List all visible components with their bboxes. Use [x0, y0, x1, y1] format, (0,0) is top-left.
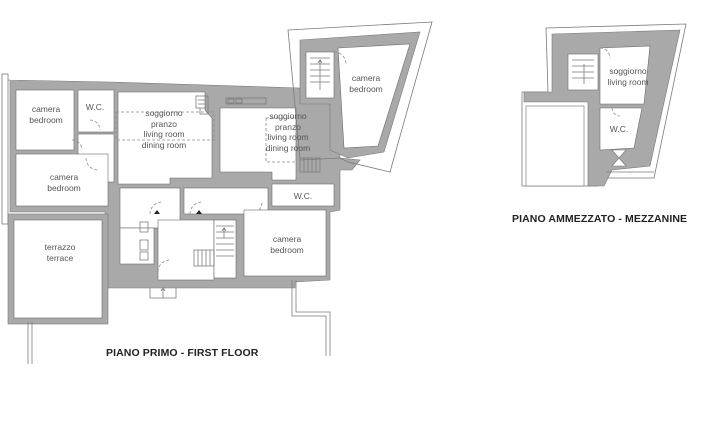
room-living-m [599, 45, 651, 105]
room-wc-2 [271, 183, 335, 207]
title-mezzanine: PIANO AMMEZZATO - MEZZANINE [512, 213, 688, 225]
label-bedroom-3: camera bedroom [349, 73, 383, 94]
label-wc-m: W.C. [609, 124, 629, 134]
label-living-1: soggiorno pranzo living room dining room [141, 108, 187, 150]
room-wc-m [599, 107, 643, 151]
label-bedroom-1: camera bedroom [29, 104, 63, 125]
label-bedroom-4: camera bedroom [270, 234, 304, 255]
label-living-m: soggiorno living room [607, 66, 649, 87]
room-wc-1 [77, 89, 115, 133]
room-bedroom-3 [337, 43, 411, 149]
mezzanine-plan [521, 23, 687, 187]
first-floor-plan [1, 21, 433, 364]
room-bedroom-1 [15, 89, 75, 151]
label-terrace: terrazzo terrace [44, 242, 76, 263]
room-living-1 [117, 91, 213, 185]
title-first-floor: PIANO PRIMO - FIRST FLOOR [106, 347, 259, 359]
room-terrace [13, 219, 103, 319]
label-living-2: soggiorno pranzo living room dining room [265, 111, 311, 153]
room-bedroom-2 [15, 153, 109, 207]
label-bedroom-2: camera bedroom [47, 172, 81, 193]
label-wc-1: W.C. [85, 102, 105, 112]
label-wc-2: W.C. [293, 191, 313, 201]
room-bedroom-4 [243, 209, 327, 277]
